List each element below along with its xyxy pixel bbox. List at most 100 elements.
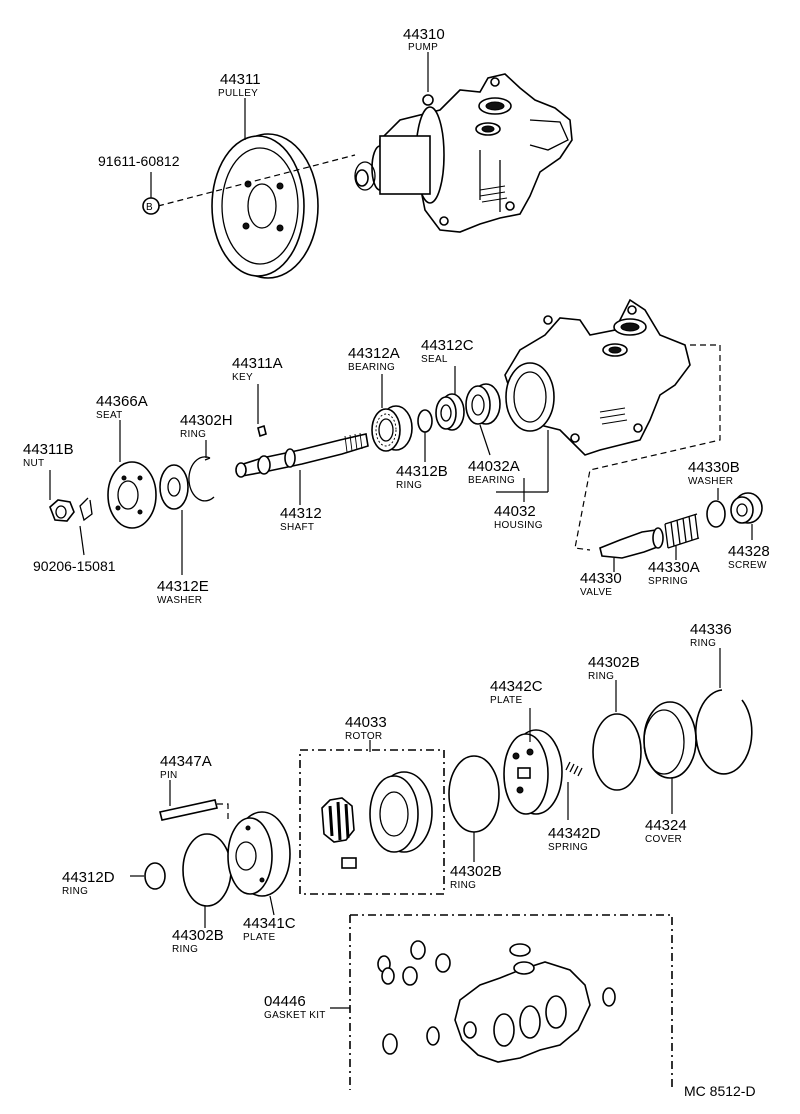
key-drawing [257, 424, 267, 438]
part-number: 44302B [450, 863, 502, 880]
part-name: RING [690, 638, 716, 649]
gasket-kit-box [349, 914, 673, 1090]
spring-44330A-drawing [664, 513, 700, 549]
label-44310: 44310 PUMP [403, 26, 445, 53]
label-44324: 44324 COVER [645, 817, 687, 845]
part-number: 04446 [264, 993, 306, 1010]
bolt-marker-letter: B [146, 202, 153, 213]
screw-44328-drawing [730, 492, 763, 524]
part-name: RING [450, 880, 476, 891]
part-name: BEARING [348, 362, 395, 373]
valve-44330-drawing [599, 527, 664, 559]
label-44312D: 44312D RING [62, 869, 115, 897]
rotor-group-box [299, 749, 445, 895]
part-number: 44330A [648, 559, 700, 576]
part-name: PLATE [490, 695, 522, 706]
part-name: RING [396, 480, 422, 491]
pulley-bolt-axis [157, 154, 356, 207]
part-name: HOUSING [494, 520, 543, 531]
part-number: 44311 [220, 71, 261, 88]
label-44336: 44336 RING [690, 621, 732, 649]
part-name: RING [588, 671, 614, 682]
diagram-code: MC 8512-D [684, 1083, 756, 1099]
label-44330A: 44330A SPRING [648, 559, 700, 587]
part-number: 44328 [728, 543, 770, 560]
valve-bore-outline [574, 344, 721, 551]
part-name: BEARING [468, 475, 515, 486]
part-name: PULLEY [218, 88, 258, 99]
ring-44312D-drawing [144, 862, 166, 890]
label-44347A: 44347A PIN [160, 753, 212, 781]
part-number: 44033 [345, 714, 387, 731]
part-name: KEY [232, 372, 253, 383]
label-91611: 91611-60812 [98, 153, 180, 169]
pin-path [217, 803, 229, 822]
washer-44330B-drawing [706, 500, 726, 528]
part-number: 44311B [23, 441, 74, 458]
part-name: VALVE [580, 587, 612, 598]
washer-44312E-drawing [159, 464, 189, 510]
ring-44302B-top-drawing [592, 713, 642, 791]
middle-leader-lines [49, 366, 753, 575]
part-number: 44310 [403, 26, 445, 43]
ring-44336-drawing [695, 689, 753, 775]
part-number: 44312A [348, 345, 400, 362]
part-number: 44312C [421, 337, 474, 354]
bearing-44312A-drawing [371, 405, 413, 452]
part-name: RING [180, 429, 206, 440]
label-44032A: 44032A BEARING [468, 458, 520, 486]
label-44311: 44311 PULLEY [218, 71, 261, 99]
part-number: 90206-15081 [33, 558, 116, 574]
label-44302H: 44302H RING [180, 412, 233, 440]
label-44312: 44312 SHAFT [280, 505, 322, 533]
part-number: 44330B [688, 459, 740, 476]
part-name: PUMP [408, 42, 438, 53]
part-name: PLATE [243, 932, 275, 943]
part-number: 44324 [645, 817, 687, 834]
label-44302B-top: 44302B RING [588, 654, 640, 682]
part-name: NUT [23, 458, 44, 469]
part-number: 44347A [160, 753, 212, 770]
part-name: SEAL [421, 354, 448, 365]
part-number: 44366A [96, 393, 148, 410]
plate-44341C-drawing [227, 811, 291, 897]
ring-44302B-mid-drawing [448, 755, 500, 833]
part-number: 44312E [157, 578, 209, 595]
part-name: RING [62, 886, 88, 897]
label-44341C: 44341C PLATE [243, 915, 296, 943]
label-44328: 44328 SCREW [728, 543, 770, 571]
part-name: SCREW [728, 560, 767, 571]
part-number: 44032 [494, 503, 536, 520]
label-44311A: 44311A KEY [232, 355, 283, 383]
bottom-leader-lines [130, 648, 721, 1009]
ring-44312B-drawing [417, 409, 433, 433]
part-number: 44302B [588, 654, 640, 671]
label-44312E: 44312E WASHER [157, 578, 209, 606]
part-name: WASHER [688, 476, 733, 487]
seal-44312C-drawing [435, 393, 465, 431]
part-name: SPRING [648, 576, 688, 587]
part-number: 44330 [580, 570, 622, 587]
label-44342C: 44342C PLATE [490, 678, 543, 706]
part-number: 44342C [490, 678, 543, 695]
part-name: GASKET KIT [264, 1010, 326, 1021]
spring-44342D-drawing [565, 761, 583, 777]
plate-44342C-drawing [503, 729, 563, 815]
label-44330B: 44330B WASHER [688, 459, 740, 487]
label-44033: 44033 ROTOR [345, 714, 387, 742]
ring-44302B-low-drawing [182, 833, 232, 907]
label-44312A: 44312A BEARING [348, 345, 400, 373]
part-number: 44342D [548, 825, 601, 842]
part-number: 44312B [396, 463, 448, 480]
label-44312C: 44312C SEAL [421, 337, 474, 365]
part-name: SPRING [548, 842, 588, 853]
rotor-44033-drawing [321, 771, 433, 869]
bearing-44032A-drawing [465, 383, 501, 425]
seat-44366A-drawing [107, 461, 157, 529]
label-44302B-mid: 44302B RING [450, 863, 502, 891]
pulley-drawing [211, 133, 319, 279]
label-90206: 90206-15081 [33, 558, 116, 574]
part-number: 44311A [232, 355, 283, 372]
part-number: 91611-60812 [98, 153, 180, 169]
